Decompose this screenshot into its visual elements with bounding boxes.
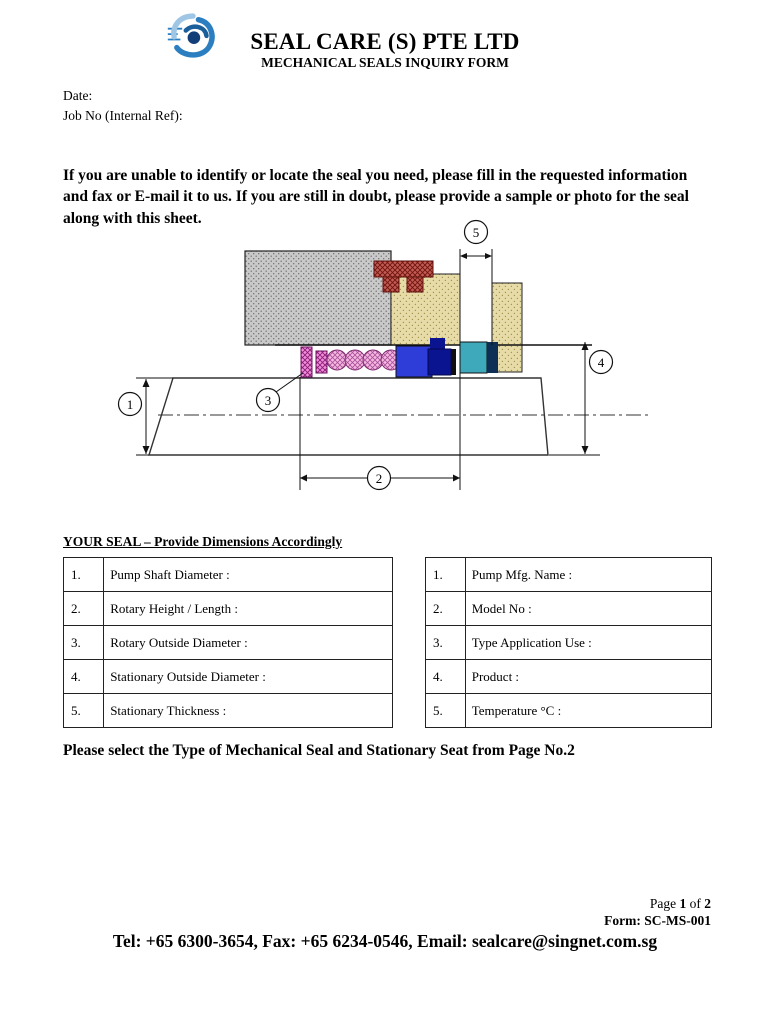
callout-5-badge: [463, 219, 489, 245]
stationary-seat: [459, 341, 488, 374]
callout-3-number: 3: [265, 393, 272, 408]
logo-swirl-icon: [167, 13, 215, 58]
row-number: 5.: [425, 693, 466, 728]
page-word: Page: [649, 896, 680, 911]
row-label: Stationary Thickness :: [103, 693, 393, 728]
row-number: 5.: [62, 693, 105, 728]
table-row: 5. Stationary Thickness :: [62, 693, 393, 728]
row-label: Product :: [464, 659, 713, 694]
row-label: Temperature °C :: [464, 693, 713, 728]
company-name: SEAL CARE (S) PTE LTD: [250, 29, 520, 55]
dimension-4: 4: [549, 342, 614, 456]
callout-2-number: 2: [376, 471, 383, 486]
rotary-body: [395, 345, 433, 378]
rotary-face: [427, 348, 452, 376]
callout-4-number: 4: [598, 355, 605, 370]
intro-paragraph: If you are unable to identify or locate …: [63, 166, 689, 227]
callout-3-leader: 3: [255, 372, 304, 413]
seal-diagram: 5 4 1: [95, 215, 665, 505]
dimension-2: 2: [299, 373, 461, 491]
face-gap: [451, 349, 456, 375]
row-label: Model No :: [464, 591, 713, 626]
row-number: 1.: [425, 557, 466, 592]
row-label: Rotary Height / Length :: [103, 591, 393, 626]
fastener-parts: [373, 260, 434, 293]
callout-2-badge: [366, 465, 392, 491]
table-row: 4. Stationary Outside Diameter :: [62, 659, 393, 694]
row-number: 2.: [62, 591, 105, 626]
row-label: Pump Mfg. Name :: [464, 557, 713, 592]
spring-coils: [326, 349, 402, 371]
row-number: 3.: [425, 625, 466, 660]
table-row: 4. Product :: [425, 659, 713, 694]
gland-block: [390, 273, 523, 373]
page-number: 1: [679, 896, 687, 911]
details-table: 1. Pump Mfg. Name : 2. Model No : 3. Typ…: [425, 557, 713, 728]
dimensions-table: 1. Pump Shaft Diameter : 2. Rotary Heigh…: [62, 557, 393, 728]
of-word: of: [686, 896, 705, 911]
table-row: 5. Temperature °C :: [425, 693, 713, 728]
table-row: 3. Rotary Outside Diameter :: [62, 625, 393, 660]
job-no-label: Job No (Internal Ref):: [63, 108, 183, 123]
row-number: 1.: [62, 557, 105, 592]
table-row: 1. Pump Mfg. Name :: [425, 557, 713, 592]
row-number: 2.: [425, 591, 466, 626]
seal-components: [300, 338, 498, 378]
company-logo: [166, 10, 220, 60]
row-label: Pump Shaft Diameter :: [103, 557, 393, 592]
set-collar: [300, 346, 313, 378]
set-collar-2: [315, 350, 328, 374]
note-paragraph: Please select the Type of Mechanical Sea…: [63, 741, 575, 759]
shaft: [148, 377, 549, 456]
form-code: Form: SC-MS-001: [604, 913, 711, 928]
table-row: 2. Rotary Height / Length :: [62, 591, 393, 626]
callout-5-number: 5: [473, 225, 480, 240]
callout-1-number: 1: [127, 397, 134, 412]
table-row: 1. Pump Shaft Diameter :: [62, 557, 393, 592]
dimension-1: 1: [117, 377, 173, 456]
page-indicator: Page 1 of 2: [650, 896, 711, 912]
form-title: MECHANICAL SEALS INQUIRY FORM: [261, 55, 509, 71]
table-row: 3. Type Application Use :: [425, 625, 713, 660]
row-number: 3.: [62, 625, 105, 660]
page-total: 2: [704, 896, 711, 911]
seal-cross-section-drawing: 5 4 1: [117, 219, 650, 491]
row-label: Rotary Outside Diameter :: [103, 625, 393, 660]
housing-block: [244, 250, 392, 346]
callout-3-badge: [255, 387, 281, 413]
dimension-5: 5: [459, 219, 493, 345]
date-label: Date:: [63, 88, 93, 103]
section-heading: YOUR SEAL – Provide Dimensions According…: [63, 533, 343, 549]
row-label: Type Application Use :: [464, 625, 713, 660]
rotary-lip: [430, 338, 445, 349]
seat-gasket: [487, 342, 498, 373]
table-row: 2. Model No :: [425, 591, 713, 626]
row-number: 4.: [62, 659, 105, 694]
contact-line: Tel: +65 6300-3654, Fax: +65 6234-0546, …: [112, 931, 658, 951]
callout-4-badge: [588, 349, 614, 375]
callout-1-badge: [117, 391, 143, 417]
row-label: Stationary Outside Diameter :: [103, 659, 393, 694]
tables-container: 1. Pump Shaft Diameter : 2. Rotary Heigh…: [62, 557, 713, 728]
row-number: 4.: [425, 659, 466, 694]
